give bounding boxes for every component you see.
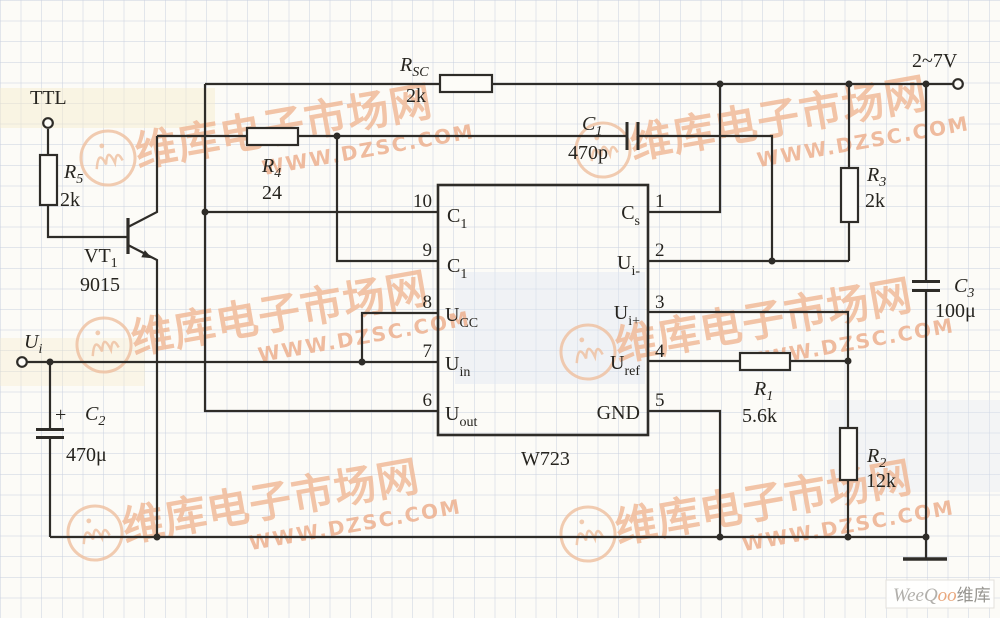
transistor-collector bbox=[127, 136, 159, 228]
r3-value: 2k bbox=[865, 190, 885, 212]
ic-pin-numbers: 10 9 8 7 6 1 2 3 4 5 bbox=[413, 191, 665, 411]
ic-pin-label: Uref bbox=[610, 352, 640, 379]
resistor-bodies bbox=[38, 73, 860, 482]
circuit-wires bbox=[27, 82, 954, 559]
c3-label: C3 bbox=[954, 275, 974, 301]
pin-number: 7 bbox=[423, 341, 433, 362]
pin-number: 5 bbox=[655, 390, 665, 411]
weeqoo-logo-box bbox=[885, 579, 995, 609]
pin-number: 8 bbox=[423, 292, 433, 313]
wire-r4-c1-net bbox=[157, 134, 774, 261]
weiku-logo-icon bbox=[66, 504, 124, 562]
c2-plates bbox=[36, 428, 64, 439]
r1-body bbox=[738, 351, 792, 372]
output-voltage-label: 2~7V bbox=[912, 50, 958, 72]
r2-value: 12k bbox=[866, 470, 896, 492]
rsc-value: 2k bbox=[406, 85, 426, 107]
r3-body bbox=[839, 166, 860, 224]
c2-label: C2 bbox=[85, 403, 105, 429]
c1-value: 470p bbox=[568, 142, 608, 164]
input-terminal bbox=[16, 356, 28, 368]
c3-plates bbox=[912, 280, 940, 292]
r2-body bbox=[838, 426, 859, 482]
c2-value: 470μ bbox=[66, 444, 107, 466]
wire-pin9 bbox=[335, 136, 438, 263]
emitter-arrow bbox=[141, 250, 152, 259]
wire-uout-net bbox=[203, 84, 438, 413]
pin-number: 4 bbox=[655, 341, 665, 362]
weiku-logo-icon bbox=[559, 323, 617, 381]
c2-polarity: + bbox=[55, 404, 66, 426]
ttl-terminal bbox=[42, 117, 54, 129]
transistor-vt1 bbox=[126, 136, 159, 537]
input-label: Ui bbox=[24, 331, 42, 357]
wire-pin5-gnd bbox=[648, 409, 722, 537]
rsc-label: RSC bbox=[399, 54, 429, 80]
r1-value: 5.6k bbox=[742, 405, 777, 427]
ic-pin-label: Cs bbox=[621, 202, 640, 229]
wire-pin8-stub bbox=[360, 311, 438, 362]
output-terminal bbox=[952, 78, 964, 90]
rsc-body bbox=[438, 73, 494, 94]
ic-name-label: W723 bbox=[521, 448, 570, 470]
r4-value: 24 bbox=[262, 182, 282, 204]
r2-label: R2 bbox=[866, 445, 886, 471]
vt1-value: 9015 bbox=[80, 274, 120, 296]
c1-plates bbox=[625, 122, 640, 150]
c1-label: C1 bbox=[582, 113, 602, 139]
r5-body bbox=[38, 153, 59, 207]
ic-box-w723 bbox=[436, 183, 650, 437]
watermark-stamp: 维库电子市场网 WWW.DZSC.COM bbox=[66, 451, 463, 562]
vt1-label: VT1 bbox=[84, 245, 118, 271]
weeqoo-logo-text: WeeQoo维库 bbox=[893, 585, 991, 606]
ic-pin-label: C1 bbox=[447, 255, 467, 282]
pin-number: 10 bbox=[413, 191, 432, 212]
ic-pin-label: C1 bbox=[447, 205, 467, 232]
r1-label: R1 bbox=[753, 378, 773, 404]
capacitor-plates bbox=[36, 122, 940, 439]
pin-number: 2 bbox=[655, 240, 665, 261]
ic-pin-label: Uin bbox=[445, 353, 470, 380]
ic-pin-label: GND bbox=[597, 402, 640, 424]
pin-number: 1 bbox=[655, 191, 665, 212]
weiku-logo-icon bbox=[75, 316, 133, 374]
r4-body bbox=[245, 126, 300, 147]
pin-number: 9 bbox=[423, 240, 433, 261]
ic-pin-label: Ui- bbox=[617, 252, 640, 279]
junction-dots bbox=[46, 80, 930, 541]
weiku-logo-icon bbox=[559, 505, 617, 563]
r4-label: R4 bbox=[261, 155, 281, 181]
pin-number: 3 bbox=[655, 292, 665, 313]
r5-label: R5 bbox=[63, 161, 83, 187]
c3-value: 100μ bbox=[935, 300, 976, 322]
ic-pin-names: C1 C1 UCC Uin Uout Cs Ui- Ui+ Uref GND bbox=[445, 202, 640, 430]
r5-value: 2k bbox=[60, 189, 80, 211]
pin-number: 6 bbox=[423, 390, 433, 411]
ic-pin-label: Ui+ bbox=[614, 302, 640, 329]
ttl-label: TTL bbox=[30, 87, 67, 109]
component-labels: TTL R5 2k VT1 9015 Ui + C2 470μ R4 24 RS… bbox=[24, 50, 976, 492]
wire-pin1-net bbox=[648, 84, 722, 214]
wire-ttl-branch bbox=[46, 129, 128, 239]
transistor-emitter bbox=[127, 244, 159, 537]
weeqoo-logo: WeeQoo维库 bbox=[885, 579, 995, 609]
terminals bbox=[16, 78, 964, 368]
watermark-stamp: 维库电子市场网 WWW.DZSC.COM bbox=[559, 452, 956, 563]
ic-pin-label: Uout bbox=[445, 403, 477, 430]
ic-pin-label: UCC bbox=[445, 304, 478, 331]
wire-pin3-net bbox=[648, 310, 850, 361]
weiku-logo-icon bbox=[79, 129, 137, 187]
r3-label: R3 bbox=[866, 164, 886, 190]
